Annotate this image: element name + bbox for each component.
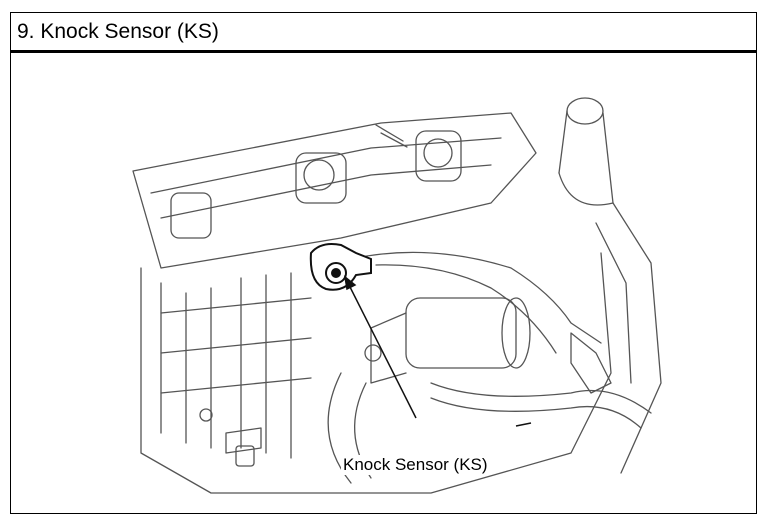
section-title: 9. Knock Sensor (KS) bbox=[11, 13, 756, 53]
knock-sensor-callout: Knock Sensor (KS) bbox=[341, 455, 490, 475]
engine-figure: Knock Sensor (KS) bbox=[11, 53, 756, 513]
procedure-frame: 9. Knock Sensor (KS) bbox=[10, 12, 757, 514]
engine-drawing-icon bbox=[132, 97, 662, 494]
